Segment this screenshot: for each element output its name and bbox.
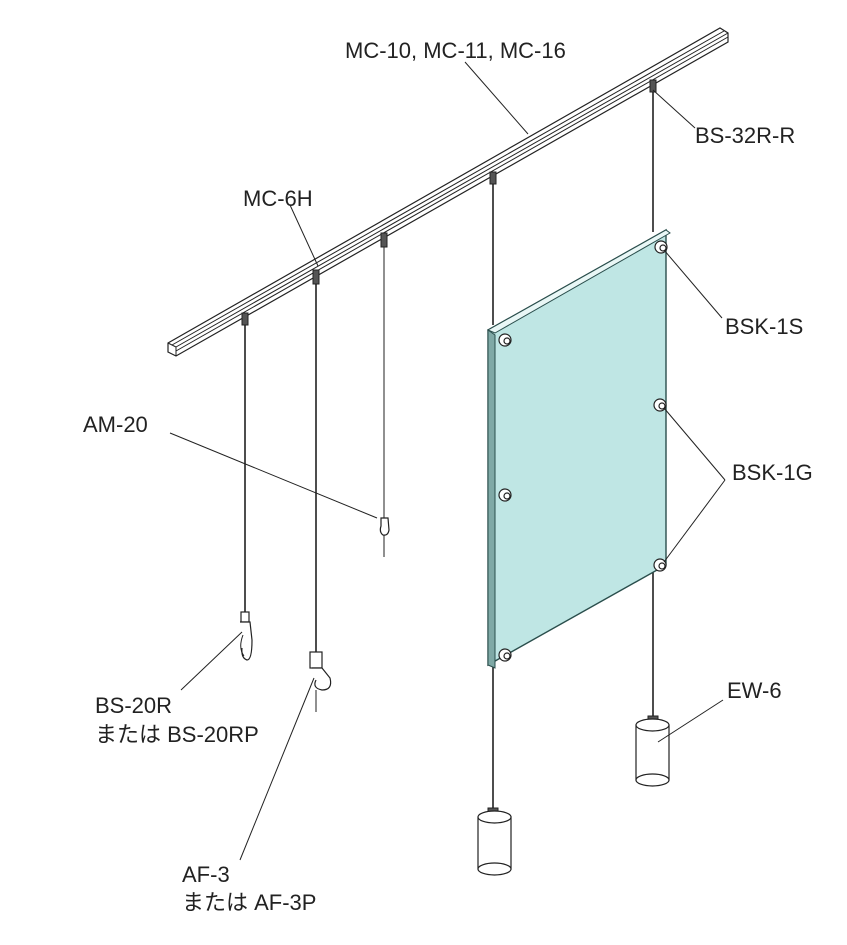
label-rail: MC-10, MC-11, MC-16 bbox=[345, 38, 566, 63]
wire-panel-right bbox=[649, 79, 657, 718]
label-bsk1s: BSK-1S bbox=[725, 314, 803, 339]
wire-bs20r bbox=[240, 312, 253, 661]
panel-fitting-mid-left bbox=[498, 488, 512, 502]
label-ew6: EW-6 bbox=[727, 678, 782, 703]
panel-fitting-bottom-left bbox=[498, 648, 512, 662]
panel-fitting-bottom-right bbox=[653, 558, 667, 572]
wire-af3 bbox=[309, 269, 332, 712]
wire-am20 bbox=[379, 232, 390, 557]
glass-panel bbox=[486, 228, 671, 669]
label-bs20r: BS-20R bbox=[95, 693, 172, 718]
label-af3p: または AF-3P bbox=[182, 890, 316, 915]
label-mc6h: MC-6H bbox=[243, 186, 313, 211]
weight-ew6 bbox=[635, 715, 670, 787]
label-bsk1g: BSK-1G bbox=[732, 460, 813, 485]
label-bs32r-r: BS-32R-R bbox=[695, 123, 795, 148]
picture-rail bbox=[167, 27, 729, 357]
weight-left bbox=[477, 807, 512, 876]
panel-fitting-mid-right bbox=[653, 398, 667, 412]
label-bs20rp: または BS-20RP bbox=[95, 722, 259, 747]
label-af3: AF-3 bbox=[182, 862, 230, 887]
label-am20: AM-20 bbox=[83, 412, 148, 437]
panel-fitting-top-left bbox=[498, 333, 512, 347]
wire-panel-left bbox=[489, 171, 497, 810]
leader-lines bbox=[169, 61, 726, 861]
